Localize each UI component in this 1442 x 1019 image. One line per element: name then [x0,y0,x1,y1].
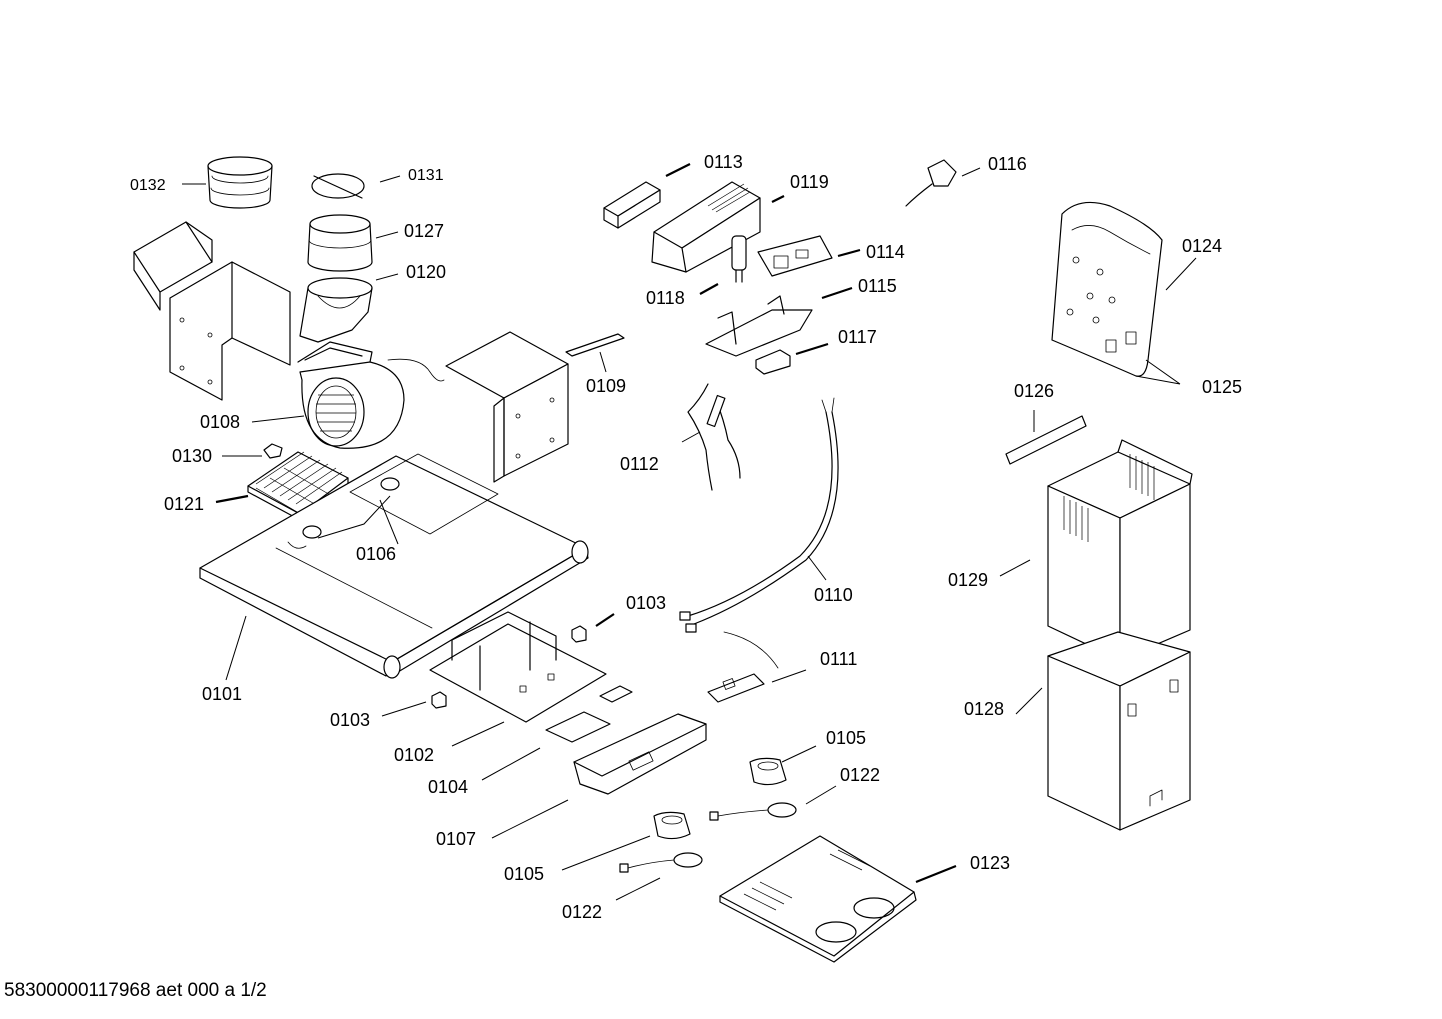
part-0103-clip-lower [431,691,447,709]
part-0110-cable [679,397,839,633]
part-0128-lower-chimney [1047,631,1191,831]
label-0132: 0132 [130,177,166,194]
part-0112-harness [687,383,741,491]
label-0111: 0111 [820,649,857,669]
part-0121-grease-filter [247,451,349,521]
part-small-label [599,685,633,703]
part-0104-panel [545,711,611,743]
part-0115-carrier [705,295,813,357]
part-housing-panel [169,261,291,401]
part-0123-tray [719,835,917,963]
label-0114: 0114 [866,242,905,262]
label-0124: 0124 [1182,236,1222,256]
part-0107-control-panel [573,713,707,795]
leader-lines [182,163,1197,901]
label-0120: 0120 [406,262,446,282]
part-0116-plug [905,159,957,207]
part-0126-strip [1005,415,1087,465]
label-0105-upper: 0105 [826,728,866,748]
label-0103-lower: 0103 [330,710,370,730]
label-0108: 0108 [200,412,240,432]
label-0121: 0121 [164,494,204,514]
part-0129-upper-chimney [1047,439,1193,661]
part-0127-adapter [307,214,373,272]
label-0112: 0112 [620,454,659,474]
part-0108-blower [297,341,445,449]
label-0101: 0101 [202,684,242,704]
part-0132-duct-ring [207,156,273,209]
label-0123: 0123 [970,853,1010,873]
label-0115: 0115 [858,276,897,296]
label-0117: 0117 [838,327,877,347]
label-0105-lower: 0105 [504,864,544,884]
part-bracket-frame [133,221,213,311]
part-0122-lamp-upper [709,802,797,821]
part-0117-terminal [755,349,791,375]
part-0103-clip-upper [571,625,587,643]
part-0105-housing-lower [653,811,691,840]
label-0106: 0106 [356,544,396,564]
callout-labels: 0132 0131 0127 0120 0108 0130 0121 0106 … [130,152,1242,922]
part-0114-pcb [757,235,833,277]
part-0130-clip [263,443,283,459]
part-0109-strip [565,333,625,357]
label-0107: 0107 [436,829,476,849]
label-0131: 0131 [408,167,444,184]
part-0120-outlet [299,277,373,343]
label-0119: 0119 [790,172,829,192]
label-0129: 0129 [948,570,988,590]
label-0110: 0110 [814,585,853,605]
label-0128: 0128 [964,699,1004,719]
drawing-footer-id: 58300000117968 aet 000 a 1/2 [4,980,267,1001]
label-0116: 0116 [988,154,1027,174]
label-0102: 0102 [394,745,434,765]
label-0113: 0113 [704,152,743,172]
label-0130: 0130 [172,446,212,466]
label-0118: 0118 [646,288,685,308]
label-0104: 0104 [428,777,468,797]
part-0119-housing [651,181,761,273]
label-0126: 0126 [1014,381,1054,401]
label-0109: 0109 [586,376,626,396]
part-0101-canopy [199,453,589,679]
part-0122-lamp-lower [619,852,703,873]
part-0105-housing-upper [749,757,787,786]
part-0124-screw-bag [1051,201,1163,377]
part-0113-ballast [603,181,661,229]
label-0127: 0127 [404,221,444,241]
part-0118-capacitor [731,235,747,283]
label-0122-upper: 0122 [840,765,880,785]
part-0102-frame [429,611,607,723]
part-0111-control-board [707,631,779,703]
label-0125: 0125 [1202,377,1242,397]
label-0103-upper: 0103 [626,593,666,613]
part-0131-flap [311,173,365,199]
label-0122-lower: 0122 [562,902,602,922]
part-inner-plate [445,331,569,483]
